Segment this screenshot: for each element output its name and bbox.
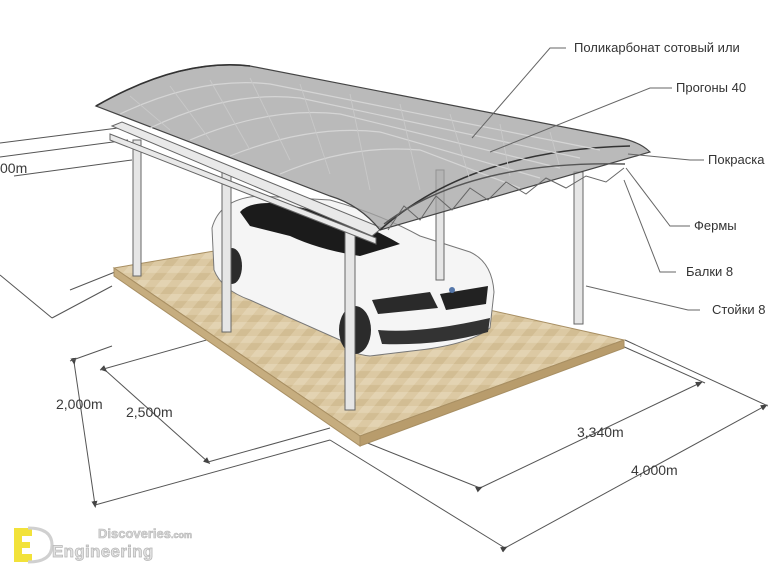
engineering-discoveries-logo-icon	[14, 526, 54, 564]
callout-trusses: Фермы	[694, 218, 737, 233]
dimension-roof-width: 00m	[0, 160, 28, 176]
watermark-top: Discoveries.com	[98, 526, 193, 542]
dimension-slab-length: 4,000m	[631, 462, 678, 478]
dimension-post-spacing-width: 2,500m	[126, 404, 173, 420]
callout-posts: Стойки 8	[712, 302, 766, 317]
leader-lines	[471, 47, 704, 311]
callout-roofing: Поликарбонат сотовый или	[574, 40, 740, 55]
arched-roof	[94, 64, 652, 231]
watermark-bottom: Engineering	[52, 542, 154, 562]
watermark: Discoveries.com Engineering	[10, 522, 210, 570]
dimension-post-height: 2,000m	[56, 396, 103, 412]
dimension-lines	[0, 127, 768, 553]
callout-paint: Покраска	[708, 152, 765, 167]
dimension-post-spacing-length: 3,340m	[577, 424, 624, 440]
callout-beams: Балки 8	[686, 264, 734, 279]
callout-purlins: Прогоны 40	[676, 80, 747, 95]
